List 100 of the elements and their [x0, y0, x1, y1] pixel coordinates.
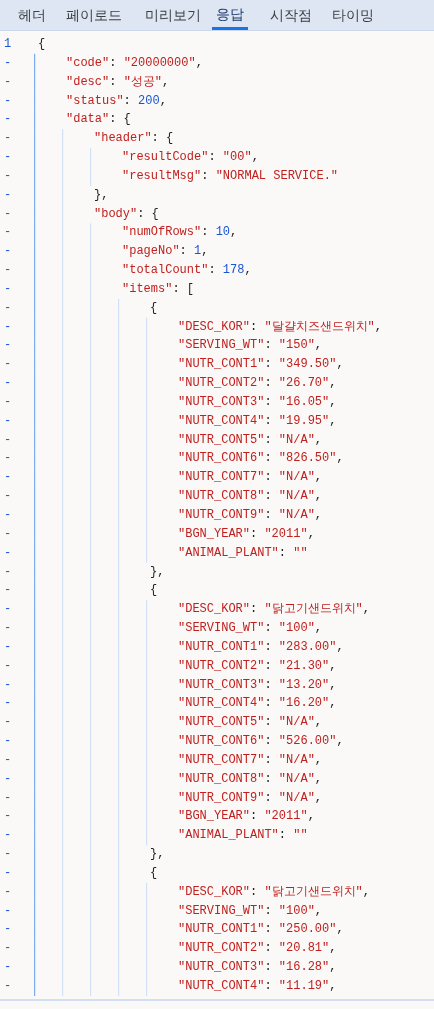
tab: 페이로드 — [62, 0, 126, 30]
code-line: "ANIMAL_PLANT": "" — [178, 544, 308, 562]
line-marker: - — [4, 733, 13, 751]
line-marker: - — [4, 243, 13, 261]
code-line: { — [150, 864, 158, 882]
code-line: "NUTR_CONT2": "26.70", — [178, 375, 337, 393]
line-marker: - — [4, 864, 13, 882]
code-line: "NUTR_CONT5": "N/A", — [178, 431, 323, 449]
tab: 타이밍 — [328, 0, 378, 30]
code-line: }, — [94, 186, 109, 204]
code-line: "SERVING_WT": "100", — [178, 620, 323, 638]
code-line: "NUTR_CONT2": "20.81", — [178, 940, 337, 958]
code-line: "NUTR_CONT6": "826.50", — [178, 450, 344, 468]
line-marker: - — [4, 205, 13, 223]
code-line: "body": { — [94, 205, 159, 223]
code-line: "numOfRows": 10, — [122, 224, 238, 242]
code-line: "BGN_YEAR": "2011", — [178, 808, 315, 826]
line-marker: - — [4, 940, 13, 958]
line-marker: - — [4, 638, 13, 656]
line-marker: - — [4, 676, 13, 694]
code-line: "DESC_KOR": "닭고기샌드위치", — [178, 883, 371, 901]
code-line: "NUTR_CONT7": "N/A", — [178, 751, 323, 769]
line-marker: - — [4, 770, 13, 788]
line-marker: - — [4, 695, 13, 713]
code-line: "NUTR_CONT4": "11.19", — [178, 978, 337, 995]
line-marker: - — [4, 375, 13, 393]
code-line: "NUTR_CONT5": "N/A", — [178, 714, 323, 732]
line-marker: - — [4, 714, 13, 732]
code-line: "NUTR_CONT7": "N/A", — [178, 469, 323, 487]
code-line: "NUTR_CONT8": "N/A", — [178, 770, 323, 788]
code-line: "totalCount": 178, — [122, 262, 252, 280]
code-line: "SERVING_WT": "100", — [178, 902, 323, 920]
line-marker: - — [4, 827, 13, 845]
line-marker: - — [4, 582, 13, 600]
line-marker: - — [4, 356, 13, 374]
line-marker: - — [4, 978, 13, 995]
code-line: "BGN_YEAR": "2011", — [178, 525, 315, 543]
line-marker: - — [4, 318, 13, 336]
code-line: "DESC_KOR": "닭고기샌드위치", — [178, 601, 371, 619]
line-marker: - — [4, 620, 13, 638]
line-marker: 1 — [4, 36, 13, 53]
line-marker: - — [4, 469, 13, 487]
active-tab: 응답 — [212, 0, 248, 30]
line-marker: - — [4, 167, 13, 185]
code-line: }, — [150, 563, 165, 581]
line-marker: - — [4, 92, 13, 110]
code-line: "NUTR_CONT3": "16.05", — [178, 393, 337, 411]
line-marker: - — [4, 751, 13, 769]
code-line: "NUTR_CONT4": "16.20", — [178, 695, 337, 713]
line-marker: - — [4, 111, 13, 129]
code-line: "desc": "성공", — [66, 73, 170, 91]
code-line: { — [150, 582, 158, 600]
code-line: "header": { — [94, 130, 174, 148]
line-marker: - — [4, 224, 13, 242]
tab: 시작점 — [266, 0, 316, 30]
line-marker: - — [4, 280, 13, 298]
line-marker: - — [4, 130, 13, 148]
line-marker: - — [4, 902, 13, 920]
code-line: "resultCode": "00", — [122, 149, 259, 167]
line-marker: - — [4, 149, 13, 167]
line-marker: - — [4, 544, 13, 562]
tab: 미리보기 — [141, 0, 205, 30]
code-line: "code": "20000000", — [66, 54, 203, 72]
code-line: "DESC_KOR": "달걀치즈샌드위치", — [178, 318, 383, 336]
code-line: "NUTR_CONT9": "N/A", — [178, 507, 323, 524]
code-line: }, — [150, 846, 165, 864]
code-line: "items": [ — [122, 280, 195, 298]
line-marker: - — [4, 488, 13, 506]
code-line: "NUTR_CONT1": "283.00", — [178, 638, 344, 656]
code-line: "NUTR_CONT9": "N/A", — [178, 789, 323, 807]
code-line: "NUTR_CONT3": "16.28", — [178, 959, 337, 977]
line-marker: - — [4, 789, 13, 807]
line-marker: - — [4, 54, 13, 72]
code-line: "NUTR_CONT3": "13.20", — [178, 676, 337, 694]
line-marker: - — [4, 525, 13, 543]
line-marker: - — [4, 262, 13, 280]
line-marker: - — [4, 921, 13, 939]
line-marker: - — [4, 657, 13, 675]
line-marker: - — [4, 337, 13, 355]
line-marker: - — [4, 883, 13, 901]
code-line: "NUTR_CONT2": "21.30", — [178, 657, 337, 675]
line-marker: - — [4, 73, 13, 91]
code-line: "NUTR_CONT4": "19.95", — [178, 412, 337, 430]
code-line: "status": 200, — [66, 92, 167, 110]
line-marker: - — [4, 431, 13, 449]
code-line: "NUTR_CONT1": "250.00", — [178, 921, 344, 939]
code-line: "NUTR_CONT8": "N/A", — [178, 488, 323, 506]
line-marker: - — [4, 808, 13, 826]
line-marker: - — [4, 601, 13, 619]
code-line: "NUTR_CONT6": "526.00", — [178, 733, 344, 751]
line-marker: - — [4, 563, 13, 581]
code-line: { — [150, 299, 158, 317]
code-line: "resultMsg": "NORMAL SERVICE." — [122, 167, 339, 185]
code-line: { — [38, 36, 46, 53]
line-marker: - — [4, 450, 13, 468]
tab: 헤더 — [14, 0, 50, 30]
line-marker: - — [4, 299, 13, 317]
code-line: "pageNo": 1, — [122, 243, 209, 261]
line-marker: - — [4, 846, 13, 864]
line-marker: - — [4, 507, 13, 524]
